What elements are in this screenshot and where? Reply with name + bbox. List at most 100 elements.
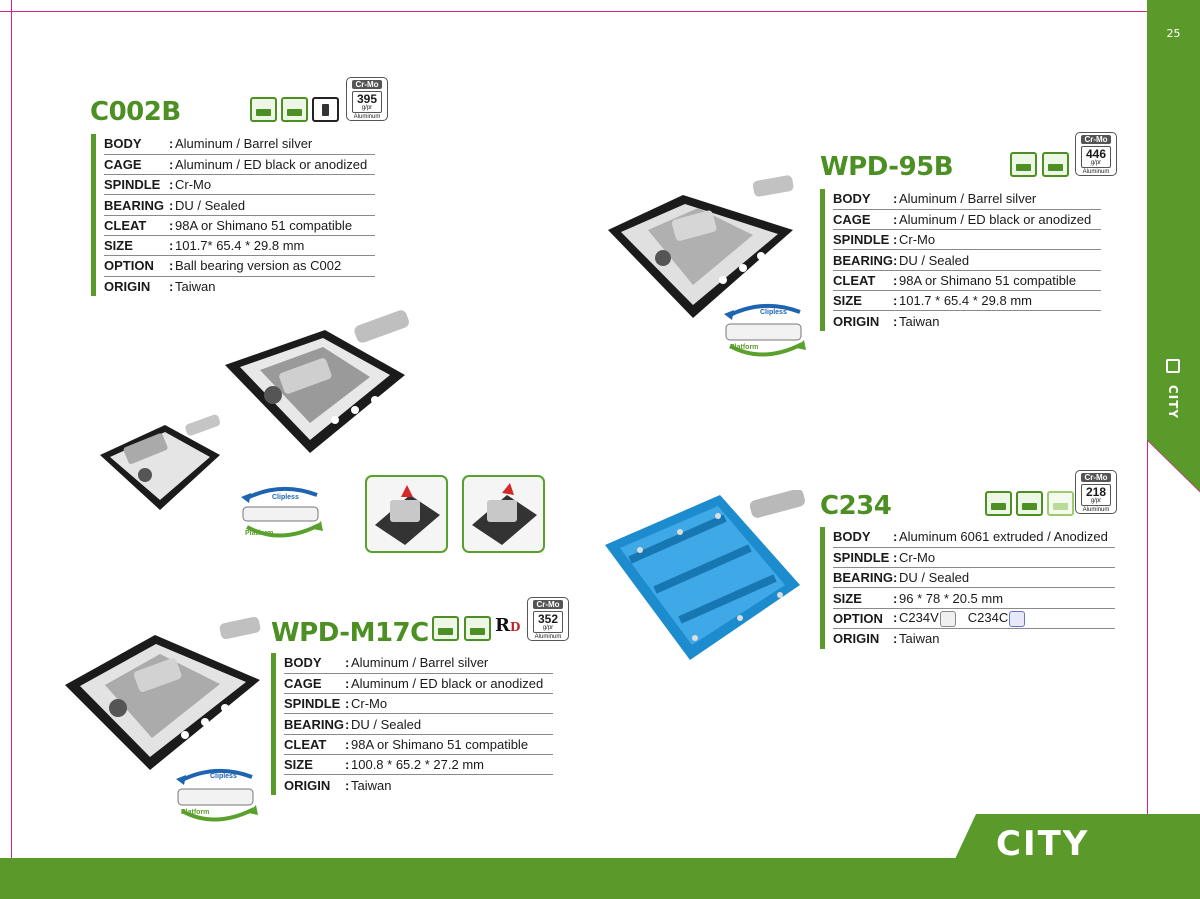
- spec-value: 100.8 * 65.2 * 27.2 mm: [345, 754, 553, 776]
- spec-key: BODY: [104, 134, 169, 155]
- spec-value: 101.7* 65.4 * 29.8 mm: [169, 235, 375, 257]
- model-title: C002B: [90, 97, 181, 127]
- spec-value: 101.7 * 65.4 * 29.8 mm: [893, 290, 1101, 312]
- spec-value: Aluminum / Barrel silver: [169, 134, 375, 155]
- city-bike-icon: [464, 616, 491, 641]
- spec-value: Aluminum / ED black or anodized: [345, 673, 553, 695]
- spec-key: BEARING: [833, 249, 893, 271]
- spec-table: BODYAluminum 6061 extruded / Anodized SP…: [820, 527, 1115, 649]
- spec-key: CAGE: [833, 209, 893, 231]
- badge-weight: 395: [356, 92, 378, 106]
- spec-key: SPINDLE: [833, 547, 893, 569]
- spec-value: 98A or Shimano 51 compatible: [345, 734, 553, 755]
- badge-material: Cr-Mo: [1081, 135, 1111, 144]
- pedal-image: [608, 175, 794, 318]
- spec-row: CLEAT98A or Shimano 51 compatible: [833, 270, 1101, 291]
- spec-key: SPINDLE: [833, 229, 893, 251]
- badge-category: Aluminum: [353, 114, 381, 120]
- spec-key: BODY: [833, 189, 893, 210]
- spec-key: CAGE: [104, 154, 169, 176]
- spec-row: CAGEAluminum / ED black or anodized: [104, 154, 375, 176]
- clipless-platform-diagram: [241, 486, 323, 538]
- spec-row: CAGEAluminum / ED black or anodized: [284, 673, 553, 695]
- spec-row: ORIGIN Taiwan: [833, 628, 1115, 648]
- badge-weight: 218: [1085, 485, 1107, 499]
- clipless-platform-diagram: [176, 768, 258, 822]
- badge-unit: g/pr: [1090, 160, 1102, 166]
- badge-unit: g/pr: [1090, 498, 1102, 504]
- trekking-icon: [1010, 152, 1037, 177]
- spec-value: Cr-Mo: [893, 229, 1101, 251]
- spec-row: SPINDLECr-Mo: [833, 229, 1101, 251]
- spec-key: SIZE: [833, 587, 893, 609]
- spec-key: SIZE: [284, 754, 345, 776]
- spec-value: Cr-Mo: [345, 693, 553, 715]
- spec-row: BODYAluminum 6061 extruded / Anodized: [833, 527, 1115, 548]
- section-sidebar: 25 CITY: [1147, 0, 1200, 440]
- platform-label: Platform: [245, 530, 274, 537]
- spec-key: ORIGIN: [104, 278, 151, 294]
- badge-weight: 352: [537, 612, 559, 626]
- spec-value: Cr-Mo: [893, 547, 1115, 569]
- spec-key: ORIGIN: [833, 631, 880, 647]
- spec-key: BODY: [284, 653, 345, 674]
- section-tab-label: CITY: [996, 824, 1090, 864]
- spec-value: Cr-Mo: [169, 174, 375, 196]
- spec-row: CAGEAluminum / ED black or anodized: [833, 209, 1101, 231]
- spec-value: 98A or Shimano 51 compatible: [169, 215, 375, 236]
- pedal-image-small: [100, 414, 221, 510]
- spec-key: CLEAT: [284, 734, 345, 755]
- model-title: WPD-M17C: [271, 618, 429, 648]
- spec-value: 98A or Shimano 51 compatible: [893, 270, 1101, 291]
- option-c234v-icon: [939, 610, 956, 627]
- spec-row: SPINDLECr-Mo: [104, 174, 375, 196]
- badge-material: Cr-Mo: [1081, 473, 1111, 482]
- trekking-icon: [250, 97, 277, 122]
- spec-value: 96 * 78 * 20.5 mm: [893, 587, 1115, 609]
- spec-row: CLEAT98A or Shimano 51 compatible: [284, 734, 553, 755]
- spec-row: OPTIONBall bearing version as C002: [104, 255, 375, 277]
- badge-unit: g/pr: [361, 105, 373, 111]
- spec-table: BODYAluminum / Barrel silver CAGEAluminu…: [820, 189, 1101, 332]
- spec-key: ORIGIN: [284, 777, 331, 793]
- spec-value: Aluminum / ED black or anodized: [893, 209, 1101, 231]
- spec-value: Taiwan: [893, 628, 1115, 648]
- clipless-label: Clipless: [760, 309, 787, 316]
- option-c234c-icon: [1009, 610, 1026, 627]
- clipless-label: Clipless: [272, 494, 299, 501]
- spec-key: ORIGIN: [833, 313, 880, 329]
- spec-key: SPINDLE: [104, 174, 169, 196]
- city-bike-icon: [1042, 152, 1069, 177]
- spec-key: OPTION: [104, 255, 169, 277]
- section-label: CITY: [1166, 384, 1180, 420]
- spec-row: SIZE101.7* 65.4 * 29.8 mm: [104, 235, 375, 257]
- trekking-icon: [432, 616, 459, 641]
- spec-row: SIZE101.7 * 65.4 * 29.8 mm: [833, 290, 1101, 312]
- spec-row: OPTIONC234VC234C: [833, 608, 1115, 629]
- clipless-label: Clipless: [210, 773, 237, 780]
- spec-key: BEARING: [104, 194, 169, 216]
- page-number: 25: [1166, 27, 1181, 40]
- cleat-detail-image-2: [462, 475, 545, 553]
- trekking-icon: [985, 491, 1012, 516]
- spec-key: SPINDLE: [284, 693, 345, 715]
- spec-row: BEARINGDU / Sealed: [833, 249, 1101, 271]
- spec-key: BEARING: [833, 567, 893, 589]
- spec-value: DU / Sealed: [345, 713, 553, 735]
- spec-key: CLEAT: [833, 270, 893, 291]
- spec-value: Taiwan: [893, 311, 1101, 331]
- spec-key: BODY: [833, 527, 893, 548]
- pedal-image: [605, 490, 805, 660]
- spec-value: Aluminum / Barrel silver: [345, 653, 553, 674]
- spec-row: ORIGIN Taiwan: [833, 311, 1101, 331]
- spec-row: CLEAT98A or Shimano 51 compatible: [104, 215, 375, 236]
- spec-row: BEARINGDU / Sealed: [833, 567, 1115, 589]
- spec-row: BEARINGDU / Sealed: [104, 194, 375, 216]
- spec-value: DU / Sealed: [893, 249, 1101, 271]
- shoe-icon: [312, 97, 339, 122]
- spec-key: CLEAT: [104, 215, 169, 236]
